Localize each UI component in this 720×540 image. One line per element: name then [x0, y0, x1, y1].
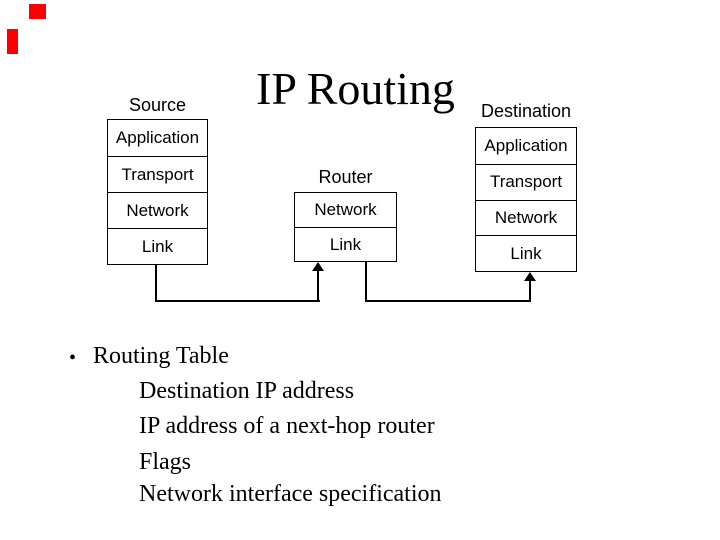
- destination-layer-network: Network: [476, 199, 576, 236]
- connector-source-router-horizontal-segment: [155, 300, 320, 302]
- destination-layer-application: Application: [484, 135, 568, 155]
- router-layer-network: Network: [314, 200, 377, 219]
- destination-label: Destination: [480, 101, 572, 121]
- sub-item-destination-ip: Destination IP address: [139, 378, 355, 404]
- router-stack: Network Link: [294, 192, 397, 262]
- red-accent-block-top: [29, 4, 46, 19]
- source-layer-application: Application: [115, 128, 200, 147]
- router-label: Router: [318, 167, 373, 187]
- source-stack: Application Transport Network Link: [107, 119, 208, 265]
- source-label: Source: [128, 95, 187, 115]
- sub-item-next-hop-router: IP address of a next-hop router: [139, 413, 435, 439]
- connector-source-router-down-segment: [155, 264, 157, 302]
- source-layer-link: Link: [108, 228, 207, 264]
- connector-router-destination-up-segment: [529, 279, 531, 302]
- destination-stack: Application Transport Network Link: [475, 127, 577, 272]
- destination-layer-transport: Transport: [476, 163, 576, 200]
- destination-layer-link: Link: [476, 235, 576, 271]
- router-layer-link: Link: [295, 227, 396, 261]
- connector-router-destination-horizontal-segment: [365, 300, 531, 302]
- slide-title: IP Routing: [256, 63, 455, 114]
- sub-item-flags: Flags: [139, 449, 192, 475]
- arrowhead-up-icon: [312, 262, 324, 271]
- arrowhead-up-icon: [524, 272, 536, 281]
- bullet-item-routing-table: Routing Table: [93, 343, 229, 369]
- connector-source-router-up-segment: [317, 269, 319, 302]
- bullet-dot: •: [69, 347, 77, 369]
- sub-item-network-interface: Network interface specification: [139, 481, 442, 507]
- source-layer-transport: Transport: [108, 156, 207, 192]
- source-layer-network: Network: [108, 192, 207, 228]
- connector-router-destination-down-segment: [365, 262, 367, 302]
- red-accent-block-left: [7, 29, 18, 54]
